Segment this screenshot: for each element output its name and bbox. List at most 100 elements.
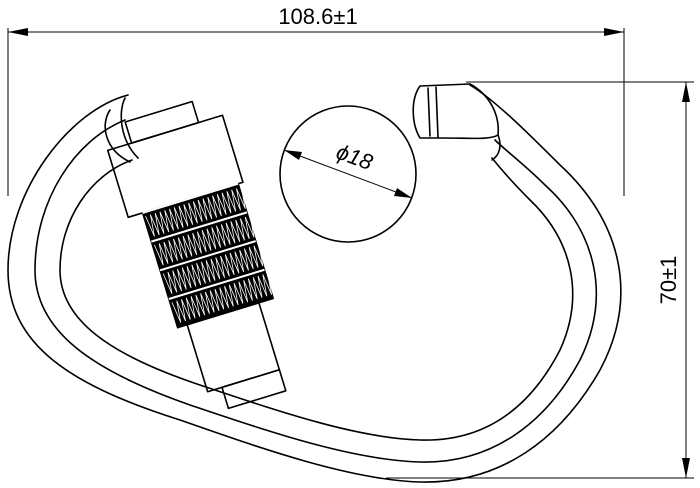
- knurl-ridge: [201, 228, 212, 251]
- knurl-ridge: [193, 200, 203, 223]
- knurl-ridge: [219, 286, 229, 309]
- width-arrow-left: [8, 28, 28, 36]
- knurl-ridge: [215, 255, 225, 278]
- knurl-ridge: [202, 197, 213, 220]
- knurl-band-separator: [168, 268, 265, 300]
- knurl-ridge: [236, 186, 246, 209]
- knurl-ridge: [163, 240, 174, 263]
- knurl-ridge: [248, 277, 258, 300]
- knurl-ridge: [197, 230, 207, 253]
- diameter-label: ϕ18: [333, 139, 377, 175]
- height-dimension: 70±1: [386, 81, 694, 479]
- knurl-ridge: [200, 291, 210, 314]
- knurl-ridge: [182, 234, 193, 257]
- knurl-ridge: [181, 297, 191, 320]
- height-dimension-label: 70±1: [656, 256, 681, 305]
- knurl-ridge: [187, 233, 198, 256]
- body-outer-outline: [7, 84, 622, 483]
- knurl-ridge: [154, 243, 164, 266]
- gate-top-cap: [124, 100, 200, 144]
- knurl-ridge: [248, 245, 259, 268]
- knurl-ridge: [238, 280, 249, 303]
- knurl-ridge: [164, 208, 174, 231]
- knurl-ridge: [262, 272, 272, 295]
- knurl-ridge: [201, 260, 211, 283]
- knurl-ridge: [210, 257, 221, 280]
- nose-outline: [412, 83, 500, 140]
- knurl-ridge: [243, 278, 253, 301]
- knurl-ridge: [226, 189, 237, 212]
- knurl-pattern: [142, 182, 272, 323]
- knurl-ridge: [177, 236, 188, 259]
- knurl-ridge: [190, 294, 201, 317]
- height-arrow-top: [682, 82, 690, 102]
- diameter-arrow-right: [394, 188, 412, 198]
- hinge-arc-outer: [104, 109, 131, 163]
- knurl-band-separator: [159, 240, 257, 272]
- nose-hook: [491, 134, 501, 161]
- hinge-arc-inner: [120, 97, 139, 159]
- section-circle: [279, 105, 417, 243]
- knurl-band-separator: [151, 211, 248, 243]
- knurl-ridge: [253, 244, 264, 267]
- gate-bottom-cap: [221, 368, 287, 410]
- knurl-ridge: [168, 238, 178, 261]
- knurl-ridge: [172, 269, 182, 292]
- knurl-ridge: [207, 195, 217, 218]
- knurl-ridge: [228, 283, 239, 306]
- knurl-ridge: [205, 290, 215, 313]
- knurl-ridge: [239, 248, 249, 271]
- knurl-ridge: [181, 266, 192, 289]
- width-dimension: 108.6±1: [7, 4, 625, 196]
- knurl-ridge: [192, 231, 202, 254]
- knurl-ridge: [233, 281, 244, 304]
- knurl-ridge: [183, 202, 194, 225]
- knurl-band-separator: [142, 182, 239, 214]
- knurl-ridge: [244, 247, 254, 270]
- knurl-ridge: [195, 293, 206, 316]
- knurl-ridge: [173, 205, 184, 228]
- knurl-ridge: [252, 275, 263, 298]
- knurl-ridge: [197, 198, 208, 221]
- knurl-ridge: [230, 219, 241, 242]
- knurl-ridge: [211, 225, 221, 248]
- knurl-ridge: [216, 224, 226, 247]
- knurl-ridge: [188, 201, 198, 224]
- nose-groove-1: [427, 87, 431, 137]
- nose-groove-2: [435, 86, 439, 138]
- knurl-ridge: [196, 261, 206, 284]
- carabiner-body: [7, 84, 622, 483]
- knurl-ridge: [224, 253, 235, 276]
- knurl-ridge: [150, 213, 160, 236]
- knurl-ridge: [220, 254, 230, 277]
- knurl-ridge: [191, 263, 202, 286]
- screw-gate: [106, 100, 287, 410]
- knurl-ridge: [186, 264, 197, 287]
- knurl-ridge: [185, 296, 196, 319]
- knurl-ridge: [225, 221, 236, 244]
- knurl-ridge: [224, 284, 234, 307]
- knurl-ridge: [178, 204, 189, 227]
- knurl-ridge: [177, 267, 187, 290]
- knurl-ridge: [162, 272, 173, 295]
- height-arrow-bottom: [682, 458, 690, 478]
- knurl-ridge: [154, 211, 165, 234]
- gate-hinge: [104, 97, 139, 163]
- knurl-ridge: [214, 287, 225, 310]
- knurl-ridge: [171, 300, 182, 323]
- knurl-ridge: [205, 258, 216, 281]
- knurl-ridge: [220, 222, 231, 245]
- knurl-ridge: [158, 241, 169, 264]
- carabiner-nose: [412, 83, 501, 161]
- knurl-ridge: [244, 215, 255, 238]
- diameter-arrow-left: [284, 150, 302, 160]
- knurl-ridge: [212, 194, 222, 217]
- knurl-ridge: [235, 218, 245, 241]
- knurl-ridge: [167, 270, 178, 293]
- knurl-ridge: [221, 191, 232, 214]
- diameter-line: [283, 149, 413, 199]
- section-diameter: ϕ18: [279, 105, 417, 243]
- width-arrow-right: [604, 28, 624, 36]
- body-inner-outline: [59, 157, 574, 441]
